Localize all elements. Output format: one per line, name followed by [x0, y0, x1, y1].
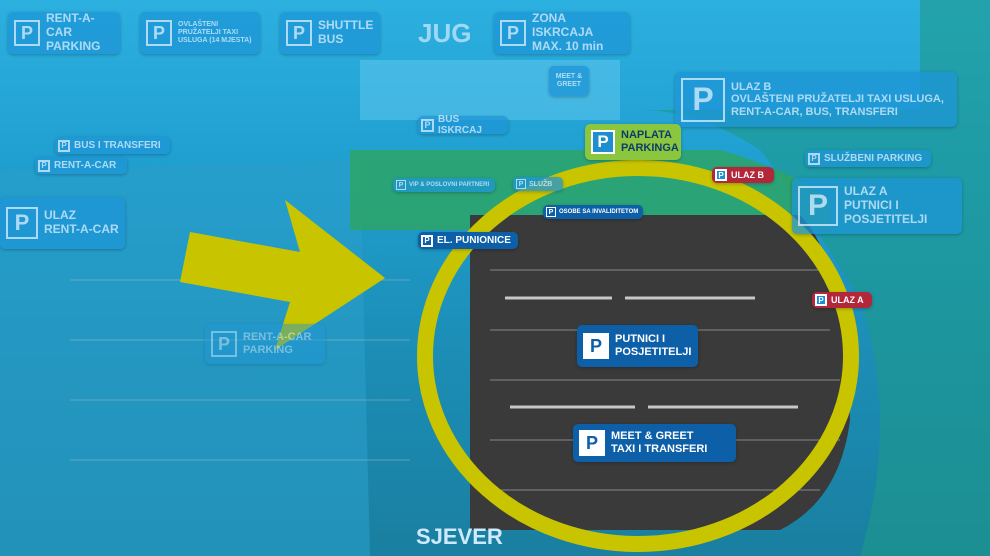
parking-icon: P: [58, 139, 70, 152]
parking-icon: P: [583, 333, 609, 359]
parking-icon: P: [14, 20, 40, 46]
highlight-circle: [417, 160, 859, 552]
parking-icon: P: [591, 130, 615, 154]
highlight-arrow: [180, 200, 385, 350]
parking-icon: P: [681, 77, 725, 122]
north-label: SJEVER: [416, 524, 503, 549]
parking-icon: P: [815, 294, 827, 306]
parking-icon: P: [715, 169, 727, 181]
parking-icon: P: [798, 186, 838, 226]
parking-icon: P: [421, 234, 433, 247]
parking-icon: P: [211, 331, 237, 357]
parking-icon: P: [421, 118, 434, 132]
parking-icon: P: [500, 20, 526, 46]
parking-icon: P: [546, 207, 556, 217]
south-label: JUG: [418, 18, 472, 48]
sign-meet-greet-small: MEET & GREET: [549, 66, 589, 96]
parking-icon: P: [286, 20, 312, 46]
parking-icon: P: [146, 20, 172, 46]
parking-icon: P: [579, 430, 605, 456]
parking-icon: P: [38, 159, 50, 172]
parking-icon: P: [396, 180, 406, 190]
parking-icon: P: [808, 152, 820, 165]
parking-icon: P: [516, 179, 526, 189]
parking-icon: P: [6, 207, 38, 239]
parking-lot: [470, 215, 850, 530]
